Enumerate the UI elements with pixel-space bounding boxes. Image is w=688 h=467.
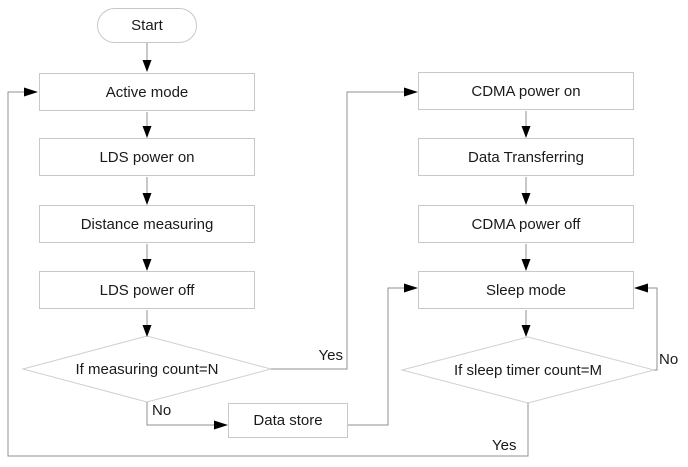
edge-label-sleep-no: No (659, 351, 679, 368)
node-start: Start (97, 8, 197, 43)
node-data-store: Data store (228, 403, 348, 438)
node-sleep-mode: Sleep mode (418, 271, 634, 309)
edge-lds-power-on-to-distance-measuring (142, 177, 152, 205)
edge-cdma-power-on-to-data-transferring (521, 111, 531, 138)
edge-lds-power-off-to-measuring-decision (142, 310, 152, 337)
arrowhead-right-icon (214, 420, 228, 430)
edge-sleep-yes-to-active-mode (7, 87, 529, 457)
node-measuring-decision-label: If measuring count=N (75, 360, 219, 378)
arrowhead-down-icon (521, 259, 531, 271)
arrowhead-down-icon (142, 60, 152, 72)
edge-measuring-yes-to-cdma-power-on (271, 87, 418, 370)
edge-data-store-to-sleep-mode (348, 283, 418, 426)
arrowhead-right-icon (404, 283, 418, 293)
edge-label-sleep-yes: Yes (492, 437, 517, 454)
edge-label-measuring-yes: Yes (318, 347, 343, 364)
edge-sleep-no-to-sleep-mode (634, 283, 658, 371)
arrowhead-down-icon (142, 325, 152, 337)
arrowhead-down-icon (521, 325, 531, 337)
arrowhead-left-icon (634, 283, 648, 293)
node-lds-power-off: LDS power off (39, 271, 255, 309)
arrowhead-right-icon (24, 87, 38, 97)
edge-active-mode-to-lds-power-on (142, 112, 152, 138)
edge-label-measuring-no: No (152, 402, 172, 419)
node-data-transferring: Data Transferring (418, 138, 634, 176)
node-lds-power-on: LDS power on (39, 138, 255, 176)
edge-data-transferring-to-cdma-power-off (521, 177, 531, 205)
arrowhead-down-icon (142, 193, 152, 205)
arrowhead-down-icon (142, 259, 152, 271)
edge-start-to-active-mode (142, 43, 152, 72)
edge-sleep-mode-to-sleep-decision (521, 310, 531, 337)
node-cdma-power-on: CDMA power on (418, 72, 634, 110)
node-sleep-decision-label: If sleep timer count=M (454, 361, 602, 379)
node-active-mode: Active mode (39, 73, 255, 111)
edge-distance-measuring-to-lds-power-off (142, 244, 152, 271)
arrowhead-right-icon (404, 87, 418, 97)
node-cdma-power-off: CDMA power off (418, 205, 634, 243)
node-distance-measuring: Distance measuring (39, 205, 255, 243)
edge-measuring-no-to-data-store (146, 402, 228, 430)
edge-cdma-power-off-to-sleep-mode (521, 244, 531, 271)
arrowhead-down-icon (521, 126, 531, 138)
arrowhead-down-icon (521, 193, 531, 205)
arrowhead-down-icon (142, 126, 152, 138)
